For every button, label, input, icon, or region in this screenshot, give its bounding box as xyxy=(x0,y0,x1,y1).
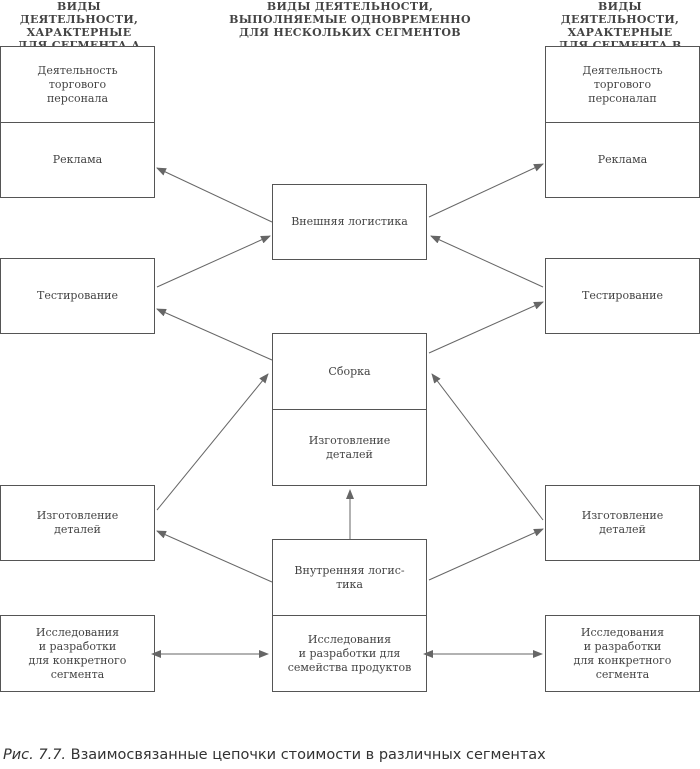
right-ads-box: Реклама xyxy=(545,123,700,198)
right-parts-label: Изготовление деталей xyxy=(581,509,664,536)
right-ads-label: Реклама xyxy=(597,153,648,166)
left-parts-label: Изготовление деталей xyxy=(36,509,119,536)
center-parts-box: Изготовление деталей xyxy=(272,410,427,486)
left-rnd-label: Исследования и разработки для конкретног… xyxy=(28,625,127,681)
left-ads-box: Реклама xyxy=(0,123,155,198)
left-testing-box: Тестирование xyxy=(0,258,155,334)
figure-caption-text: Взаимосвязанные цепочки стоимости в разл… xyxy=(66,747,546,763)
right-rnd-box: Исследования и разработки для конкретног… xyxy=(545,615,700,692)
left-sales-box: Деятельность торгового персонала xyxy=(0,46,155,123)
header-segment-b: ВИДЫ ДЕЯТЕЛЬНОСТИ, ХАРАКТЕРНЫЕ ДЛЯ СЕГМЕ… xyxy=(558,0,681,52)
arrow-intlog-to-right-parts xyxy=(428,528,544,581)
center-ext-logistics-box: Внешняя логистика xyxy=(272,184,427,260)
arrow-extlog-to-left-ads xyxy=(156,167,273,223)
right-sales-label: Деятельность торгового персоналап xyxy=(582,63,663,105)
arrow-intlog-to-left-parts xyxy=(156,530,273,583)
center-assembly-box: Сборка xyxy=(272,333,427,410)
center-rnd-box: Исследования и разработки для семейства … xyxy=(272,616,427,692)
center-ext-logistics-label: Внешняя логистика xyxy=(291,215,408,228)
header-segment-a: ВИДЫ ДЕЯТЕЛЬНОСТИ, ХАРАКТЕРНЫЕ ДЛЯ СЕГМЕ… xyxy=(18,0,141,52)
left-parts-box: Изготовление деталей xyxy=(0,485,155,561)
arrow-right-testing-to-extlog xyxy=(430,235,544,288)
left-rnd-box: Исследования и разработки для конкретног… xyxy=(0,615,155,692)
center-parts-label: Изготовление деталей xyxy=(308,433,391,461)
center-rnd-label: Исследования и разработки для семейства … xyxy=(287,632,412,674)
arrow-left-parts-to-assembly xyxy=(156,373,269,511)
right-rnd-label: Исследования и разработки для конкретног… xyxy=(573,625,672,681)
center-assembly-label: Сборка xyxy=(328,364,371,378)
arrow-assembly-to-right-testing xyxy=(428,301,544,354)
arrow-right-parts-to-assembly xyxy=(431,373,544,521)
left-sales-label: Деятельность торгового персонала xyxy=(37,63,118,105)
arrow-extlog-to-right-ads xyxy=(428,163,544,218)
center-int-logistics-label: Внутренняя логис- тика xyxy=(294,563,405,591)
figure-caption: Рис. 7.7. Взаимосвязанные цепочки стоимо… xyxy=(3,747,698,763)
header-shared: ВИДЫ ДЕЯТЕЛЬНОСТИ, ВЫПОЛНЯЕМЫЕ ОДНОВРЕМЕ… xyxy=(229,0,471,39)
right-parts-box: Изготовление деталей xyxy=(545,485,700,561)
arrow-left-testing-to-extlog xyxy=(156,235,271,288)
left-ads-label: Реклама xyxy=(52,153,103,166)
arrow-assembly-to-left-testing xyxy=(156,308,273,361)
right-sales-box: Деятельность торгового персоналап xyxy=(545,46,700,123)
figure-number: Рис. 7.7. xyxy=(3,747,67,763)
center-int-logistics-box: Внутренняя логис- тика xyxy=(272,539,427,616)
right-testing-label: Тестирование xyxy=(581,289,663,302)
right-testing-box: Тестирование xyxy=(545,258,700,334)
left-testing-label: Тестирование xyxy=(36,289,118,302)
